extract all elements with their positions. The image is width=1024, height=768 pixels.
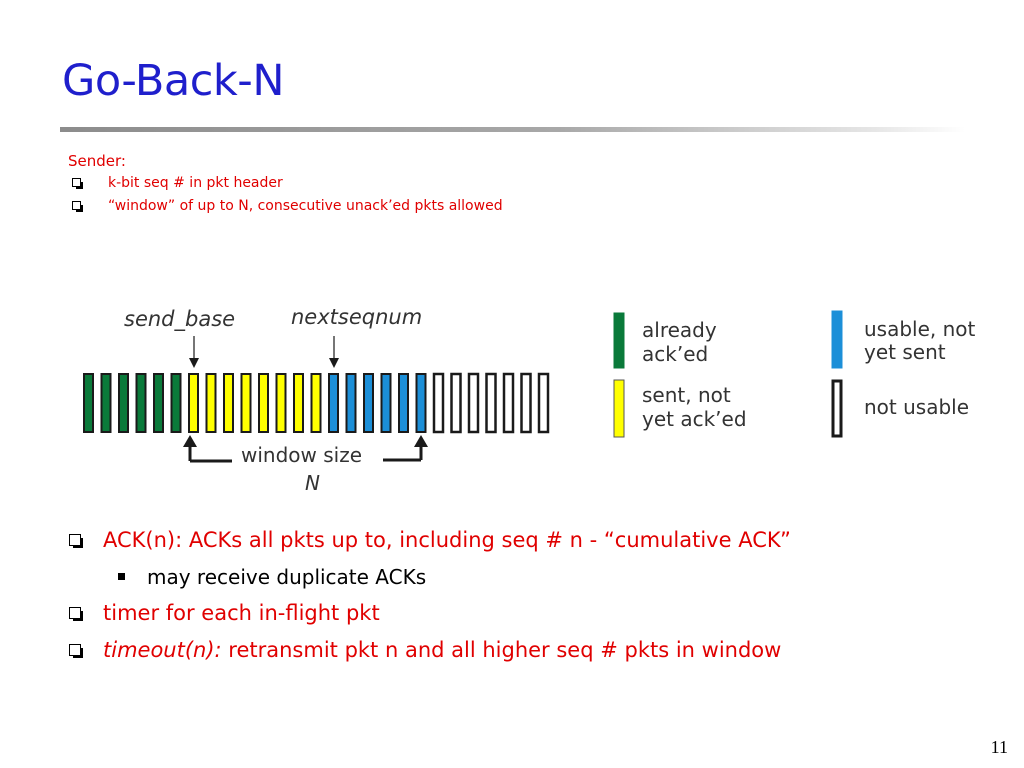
nextseqnum-arrowhead-icon (329, 358, 339, 368)
window-right-arrowhead-icon (414, 435, 428, 447)
packet-sent-not-acked (258, 373, 269, 433)
packet-already-acked (118, 373, 129, 433)
packet-usable-not-sent (398, 373, 409, 433)
bullet-timeout: timeout(n): retransmit pkt n and all hig… (66, 635, 791, 672)
packet-usable-not-sent (345, 373, 357, 433)
sender-item-seq: k-bit seq # in pkt header (68, 175, 503, 198)
packet-sent-not-acked (275, 373, 287, 433)
legend-usable-not-sent-line2: yet sent (864, 340, 946, 364)
window-diagram: send_base nextseqnum window size N (83, 305, 550, 495)
packet-not-usable (432, 372, 445, 434)
bullet-timeout-label: timeout(n): (103, 638, 222, 662)
window-size-label: window size (241, 443, 362, 467)
nextseqnum-label: nextseqnum (291, 305, 422, 329)
bullet-ack-sub-text: may receive duplicate ACKs (147, 565, 427, 589)
packet-not-usable (450, 372, 462, 434)
legend-already-acked-line1: already (642, 318, 717, 342)
packet-sent-not-acked (188, 373, 199, 433)
packet-already-acked (170, 373, 182, 433)
packet-already-acked (135, 373, 147, 433)
legend-not-usable-label: not usable (864, 395, 969, 419)
window-size-symbol: N (305, 471, 320, 495)
packet-usable-not-sent (363, 373, 374, 433)
sender-section: Sender: k-bit seq # in pkt header “windo… (68, 152, 503, 221)
send-base-label: send_base (124, 307, 235, 332)
packet-already-acked (83, 373, 94, 433)
slide-title: Go-Back-N (62, 56, 285, 106)
packet-not-usable (485, 372, 497, 434)
packet-usable-not-sent (380, 373, 392, 433)
title-divider (60, 127, 965, 132)
legend-usable-not-sent-line1: usable, not (864, 317, 976, 341)
legend: already ack’ed sent, not yet ack’ed usab… (613, 310, 976, 438)
packet-not-usable (467, 372, 480, 434)
packet-not-usable (537, 372, 550, 434)
window-left-arrowhead-icon (183, 435, 197, 447)
sender-item-window: “window” of up to N, consecutive unack’e… (68, 198, 503, 221)
checkbox-bullet-icon (69, 534, 83, 548)
bullet-ack-sub: may receive duplicate ACKs (66, 562, 791, 598)
packet-not-usable (520, 372, 532, 434)
packet-sent-not-acked (293, 373, 304, 433)
packet-usable-not-sent (415, 373, 427, 433)
packet-already-acked (100, 373, 112, 433)
bullet-timer: timer for each in-flight pkt (66, 598, 791, 635)
page-number: 11 (990, 737, 1008, 757)
legend-swatch-not-usable (831, 379, 843, 438)
checkbox-bullet-icon (69, 644, 83, 658)
checkbox-bullet-icon (72, 201, 83, 212)
packet-sent-not-acked (310, 373, 322, 433)
sender-item-seq-text: k-bit seq # in pkt header (108, 175, 283, 191)
packet-already-acked (153, 373, 164, 433)
bullet-timeout-text: retransmit pkt n and all higher seq # pk… (221, 638, 782, 662)
checkbox-bullet-icon (72, 178, 83, 189)
packet-usable-not-sent (328, 373, 339, 433)
bullet-timer-text: timer for each in-flight pkt (103, 601, 380, 625)
packet-not-usable (502, 372, 515, 434)
bullet-ack: ACK(n): ACKs all pkts up to, including s… (66, 525, 791, 562)
packet-row (83, 372, 550, 434)
legend-swatch-sent-not-acked (613, 379, 625, 438)
legend-sent-not-acked-line2: yet ack’ed (642, 407, 747, 431)
packet-sent-not-acked (205, 373, 217, 433)
packet-sent-not-acked (240, 373, 252, 433)
send-base-arrowhead-icon (189, 358, 199, 368)
square-bullet-icon (118, 573, 125, 580)
sender-heading: Sender: (68, 152, 126, 170)
legend-already-acked-line2: ack’ed (642, 342, 708, 366)
checkbox-bullet-icon (69, 607, 83, 621)
legend-sent-not-acked-line1: sent, not (642, 383, 731, 407)
legend-swatch-usable-not-sent (831, 310, 843, 369)
legend-swatch-already-acked (613, 312, 625, 369)
sender-item-window-text: “window” of up to N, consecutive unack’e… (108, 198, 503, 214)
main-bullets: ACK(n): ACKs all pkts up to, including s… (66, 525, 791, 672)
packet-sent-not-acked (223, 373, 234, 433)
bullet-ack-text: ACK(n): ACKs all pkts up to, including s… (103, 528, 791, 552)
